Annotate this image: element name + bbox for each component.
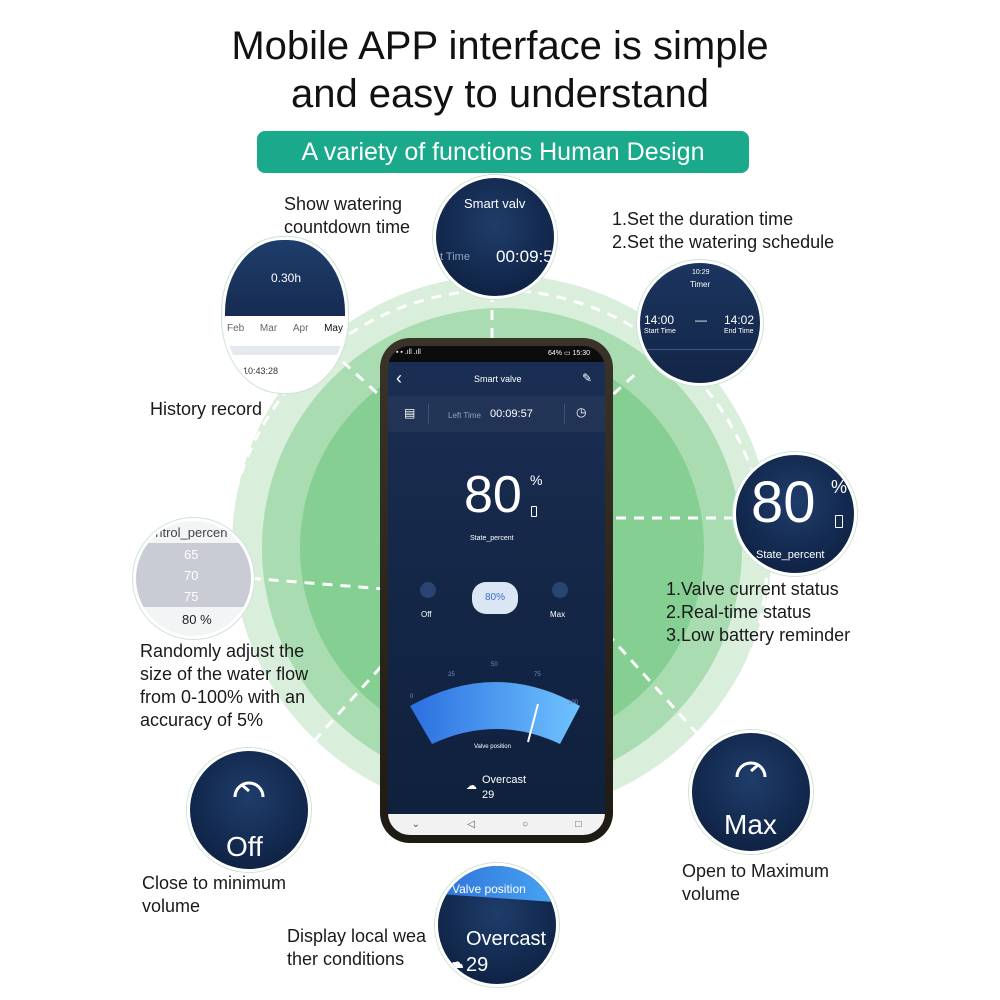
bubble-max: Max [689,730,813,854]
caption-adjust: Randomly adjust the size of the water fl… [140,641,309,730]
battery-icon [531,506,537,517]
off-button-label: Off [421,610,432,619]
tagline-badge: A variety of functions Human Design [257,131,749,173]
battery-icon [835,515,843,528]
history-month: May [324,323,343,334]
history-month: Apr [292,323,309,334]
history-top-value: 0.30h [271,271,302,285]
max-button-label: Max [550,610,566,619]
nav-down-button[interactable]: ⌄ [411,819,420,830]
gauge-tick: 0 [410,694,414,700]
percent-option: 70 [184,568,199,583]
state-value: 80 [751,470,816,535]
percent-option-selected: 80 % [182,612,212,627]
caption-max: Open to Maximum volume [682,861,830,904]
bubble-off: Off [187,748,311,872]
history-icon[interactable]: ▤ [404,406,416,420]
gauge-tick: 25 [448,672,455,678]
edit-icon[interactable]: ✎ [582,371,593,385]
caption-off: Close to minimum volume [142,873,287,916]
weather-temp: 29 [466,954,489,976]
off-label: Off [226,831,263,862]
percent-list-header: ontrol_percen [148,525,228,540]
nav-bar: ⌄ ◁ ○ □ [388,814,605,835]
weather-temp-small: 29 [482,789,495,801]
bubble-state: 80 % State_percent [733,452,857,576]
state-label: State_percent [756,549,825,561]
cloud-icon: ☁ [466,780,477,792]
bubble-countdown-time: 00:09:5 [496,247,553,266]
percent-option: 65 [184,547,199,562]
gauge-max-icon [735,761,767,778]
timer-end-label: End Time [724,328,754,335]
bubble-countdown-title: Smart valv [464,196,526,211]
bubble-timer: 10:29 Timer 14:00 Start Time — 14:02 End… [637,260,763,386]
history-month: Feb [227,323,245,334]
headline-line-1: Mobile APP interface is simple [231,24,769,68]
nav-recents-button[interactable]: □ [575,819,582,830]
gauge-off-icon [420,582,436,598]
screen-title: Smart valve [474,374,522,384]
max-label: Max [724,809,777,840]
nav-home-button[interactable]: ○ [522,819,529,830]
bubble-countdown: Smart valv t Time 00:09:5 [433,175,557,299]
percent-selector[interactable]: 80% [472,582,518,614]
history-time: 10:43:28 [243,366,279,376]
caption-history: History record [150,399,263,419]
state-unit-large: % [530,472,543,488]
timer-start-time: 14:00 [644,313,675,327]
timer-start-label: Start Time [644,328,676,335]
caption-status: 1.Valve current status 2.Real-time statu… [666,579,851,645]
percent-option: 75 [184,589,199,604]
headline: Mobile APP interface is simple and easy … [0,22,1000,118]
state-label-small: State_percent [470,535,514,542]
timer-end-time: 14:02 [724,313,755,327]
countdown-display: 00:09:57 [490,408,533,420]
gauge-label: Valve position [474,744,511,750]
timer-icon[interactable]: ◷ [576,405,587,419]
status-bar-right: 64% ▭ 15:30 [548,350,591,357]
off-button[interactable]: Off [416,582,442,622]
timer-separator: — [695,313,707,327]
timer-title: Timer [690,280,711,289]
weather-condition-small: Overcast [482,774,527,786]
weather-arc-label: Valve position [452,882,526,896]
bubble-countdown-left-label: t Time [440,251,470,263]
left-time-label: Left Time [448,411,481,420]
valve-gauge [410,682,580,744]
gauge-tick: 100 [568,700,579,706]
caption-timer: 1.Set the duration time 2.Set the wateri… [612,209,835,252]
state-value-large: 80 [464,466,522,524]
gauge-off-icon [233,781,265,798]
caption-countdown: Show watering countdown time [284,194,411,237]
back-button[interactable]: ‹ [396,368,402,388]
nav-back-button[interactable]: ◁ [467,819,475,830]
gauge-max-icon [552,582,568,598]
timer-header: 10:29 [692,269,710,276]
phone-screen: ▪ ▪ .ıll .ıll 64% ▭ 15:30 ‹ Smart valve … [388,346,605,835]
history-month: Mar [259,323,278,334]
max-button[interactable]: Max [548,582,574,622]
bubble-weather: Valve position ☁ Overcast 29 [435,863,559,987]
gauge-tick: 50 [491,662,498,668]
headline-line-2: and easy to understand [290,72,710,116]
state-unit: % [831,477,848,497]
bubble-percent-list: ontrol_percen 65 70 75 80 % [133,518,254,639]
bubble-history: 0.30h Feb Mar Apr May 10:43:28 [222,237,348,393]
status-bar-left: ▪ ▪ .ıll .ıll [396,349,421,356]
gauge-tick: 75 [534,672,541,678]
caption-weather: Display local wea ther conditions [287,926,427,969]
weather-condition: Overcast [466,928,547,950]
cloud-icon: ☁ [446,952,464,972]
